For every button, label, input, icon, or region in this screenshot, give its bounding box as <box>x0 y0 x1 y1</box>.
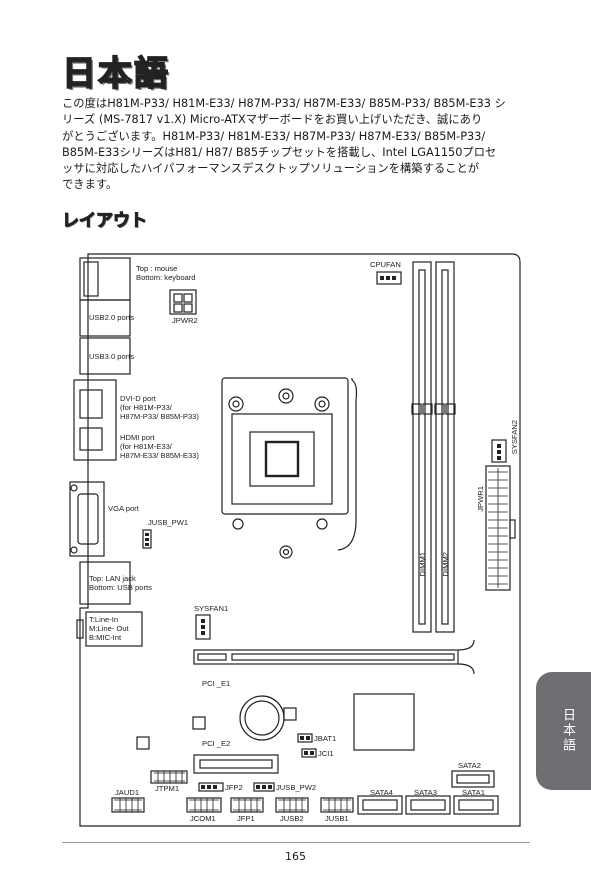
label-top-mouse: Top : mouse <box>136 264 178 273</box>
chipset <box>353 693 415 751</box>
label-dvi-models: H87M-P33/ B85M-P33) <box>120 412 199 421</box>
label-jusb-pw1: JUSB_PW1 <box>148 518 189 527</box>
intro-paragraph: この度はH81M-P33/ H81M-E33/ H87M-P33/ H87M-E… <box>62 96 524 194</box>
section-heading: レイアウト <box>62 211 148 232</box>
label-hdmi: HDMI port <box>120 433 155 442</box>
jci1-jumper <box>301 748 317 758</box>
cpu-socket-outer <box>221 377 349 515</box>
lan-port <box>79 561 131 605</box>
intro-line: リーズ (MS-7817 v1.X) Micro-ATXマザーボードをお買い上げ… <box>62 113 483 127</box>
pci-e1-slot <box>193 649 459 665</box>
jfp2-header <box>198 782 224 792</box>
sata1-connector <box>453 795 499 815</box>
label-line-out: M:Line- Out <box>89 624 129 633</box>
jfp1-header <box>230 797 264 813</box>
label-hdmi-models: H87M-E33/ B85M-E33) <box>120 451 199 460</box>
cpufan-connector <box>376 271 402 285</box>
dimm1-slot <box>412 261 432 633</box>
jtpm1-header <box>150 770 188 784</box>
label-dvi: DVI-D port <box>120 394 156 403</box>
dimm2-slot <box>435 261 455 633</box>
label-sata2: SATA2 <box>458 761 481 770</box>
label-dimm1: DIMM1 <box>418 552 427 577</box>
label-sata3: SATA3 <box>414 788 437 797</box>
label-jaud1: JAUD1 <box>115 788 140 797</box>
label-usb30: USB3.0 ports <box>89 352 135 361</box>
label-sata4: SATA4 <box>370 788 393 797</box>
label-usb20: USB2.0 ports <box>89 313 135 322</box>
label-vga: VGA port <box>108 504 139 513</box>
label-line-in: T:Line-In <box>89 615 119 624</box>
label-bottom-keyboard: Bottom: keyboard <box>136 273 196 282</box>
language-side-tab: 日本語 <box>536 672 591 790</box>
jusb2-header <box>275 797 309 813</box>
label-cpufan: CPUFAN <box>370 260 401 269</box>
label-sata1: SATA1 <box>462 788 485 797</box>
page-number: 165 <box>285 850 306 863</box>
jaud1-header <box>111 797 145 813</box>
vga-port <box>69 481 105 557</box>
board-outline <box>79 253 521 827</box>
label-jci1: JCI1 <box>318 749 334 758</box>
label-hdmi-models: (for H81M-E33/ <box>120 442 172 451</box>
label-jtpm1: JTPM1 <box>155 784 180 793</box>
dvi-hdmi-port <box>73 379 117 461</box>
sata2-connector <box>451 770 495 788</box>
label-pci-e1: PCI _E1 <box>202 679 231 688</box>
jpwr2-connector <box>169 289 197 315</box>
label-jpwr1: JPWR1 <box>476 486 485 512</box>
label-jusb-pw2: JUSB_PW2 <box>276 783 317 792</box>
intro-line: がとうございます。H81M-P33/ H81M-E33/ H87M-P33/ H… <box>62 129 486 143</box>
side-tab-label: 日本語 <box>560 708 575 753</box>
jbat1-jumper <box>297 733 313 743</box>
label-lan-top: Top: LAN jack <box>89 574 136 583</box>
label-sysfan1: SYSFAN1 <box>194 604 229 613</box>
label-sysfan2: SYSFAN2 <box>510 420 519 455</box>
sata3-connector <box>405 795 451 815</box>
usb30-port <box>79 337 131 375</box>
cmos-battery <box>239 695 285 741</box>
page-title: 日本語 <box>61 53 170 95</box>
intro-line: B85M-E33シリーズはH81/ H87/ B85チップセットを搭載し、Int… <box>62 145 497 159</box>
sysfan1-connector <box>195 614 211 640</box>
label-jfp1: JFP1 <box>237 814 255 823</box>
intro-line: この度はH81M-P33/ H81M-E33/ H87M-P33/ H87M-E… <box>62 97 506 110</box>
label-jfp2: JFP2 <box>225 783 243 792</box>
label-pci-e2: PCI _E2 <box>202 739 231 748</box>
label-jcom1: JCOM1 <box>190 814 216 823</box>
jcom1-header <box>186 797 222 813</box>
intro-line: ッサに対応したハイパフォーマンスデスクトップソリューションを構築することが <box>62 162 480 176</box>
label-dimm2: DIMM2 <box>441 552 450 577</box>
jusb1-header <box>320 797 354 813</box>
footer-divider <box>62 842 530 843</box>
label-mic-in: B:MIC-Int <box>89 633 122 642</box>
audio-jacks <box>85 611 143 647</box>
label-jpwr2: JPWR2 <box>172 316 198 325</box>
label-dvi-models: (for H81M-P33/ <box>120 403 172 412</box>
intro-line: できます。 <box>62 178 118 192</box>
label-jusb1: JUSB1 <box>325 814 349 823</box>
sata4-connector <box>357 795 403 815</box>
pci-e2-slot <box>193 754 279 774</box>
label-jbat1: JBAT1 <box>314 734 337 743</box>
label-jusb2: JUSB2 <box>280 814 304 823</box>
label-lan-bottom: Bottom: USB ports <box>89 583 152 592</box>
sysfan2-connector <box>491 439 507 463</box>
usb20-port <box>79 299 131 337</box>
jusb-pw2-jumper <box>253 782 275 792</box>
jusb-pw1-jumper <box>142 529 152 549</box>
